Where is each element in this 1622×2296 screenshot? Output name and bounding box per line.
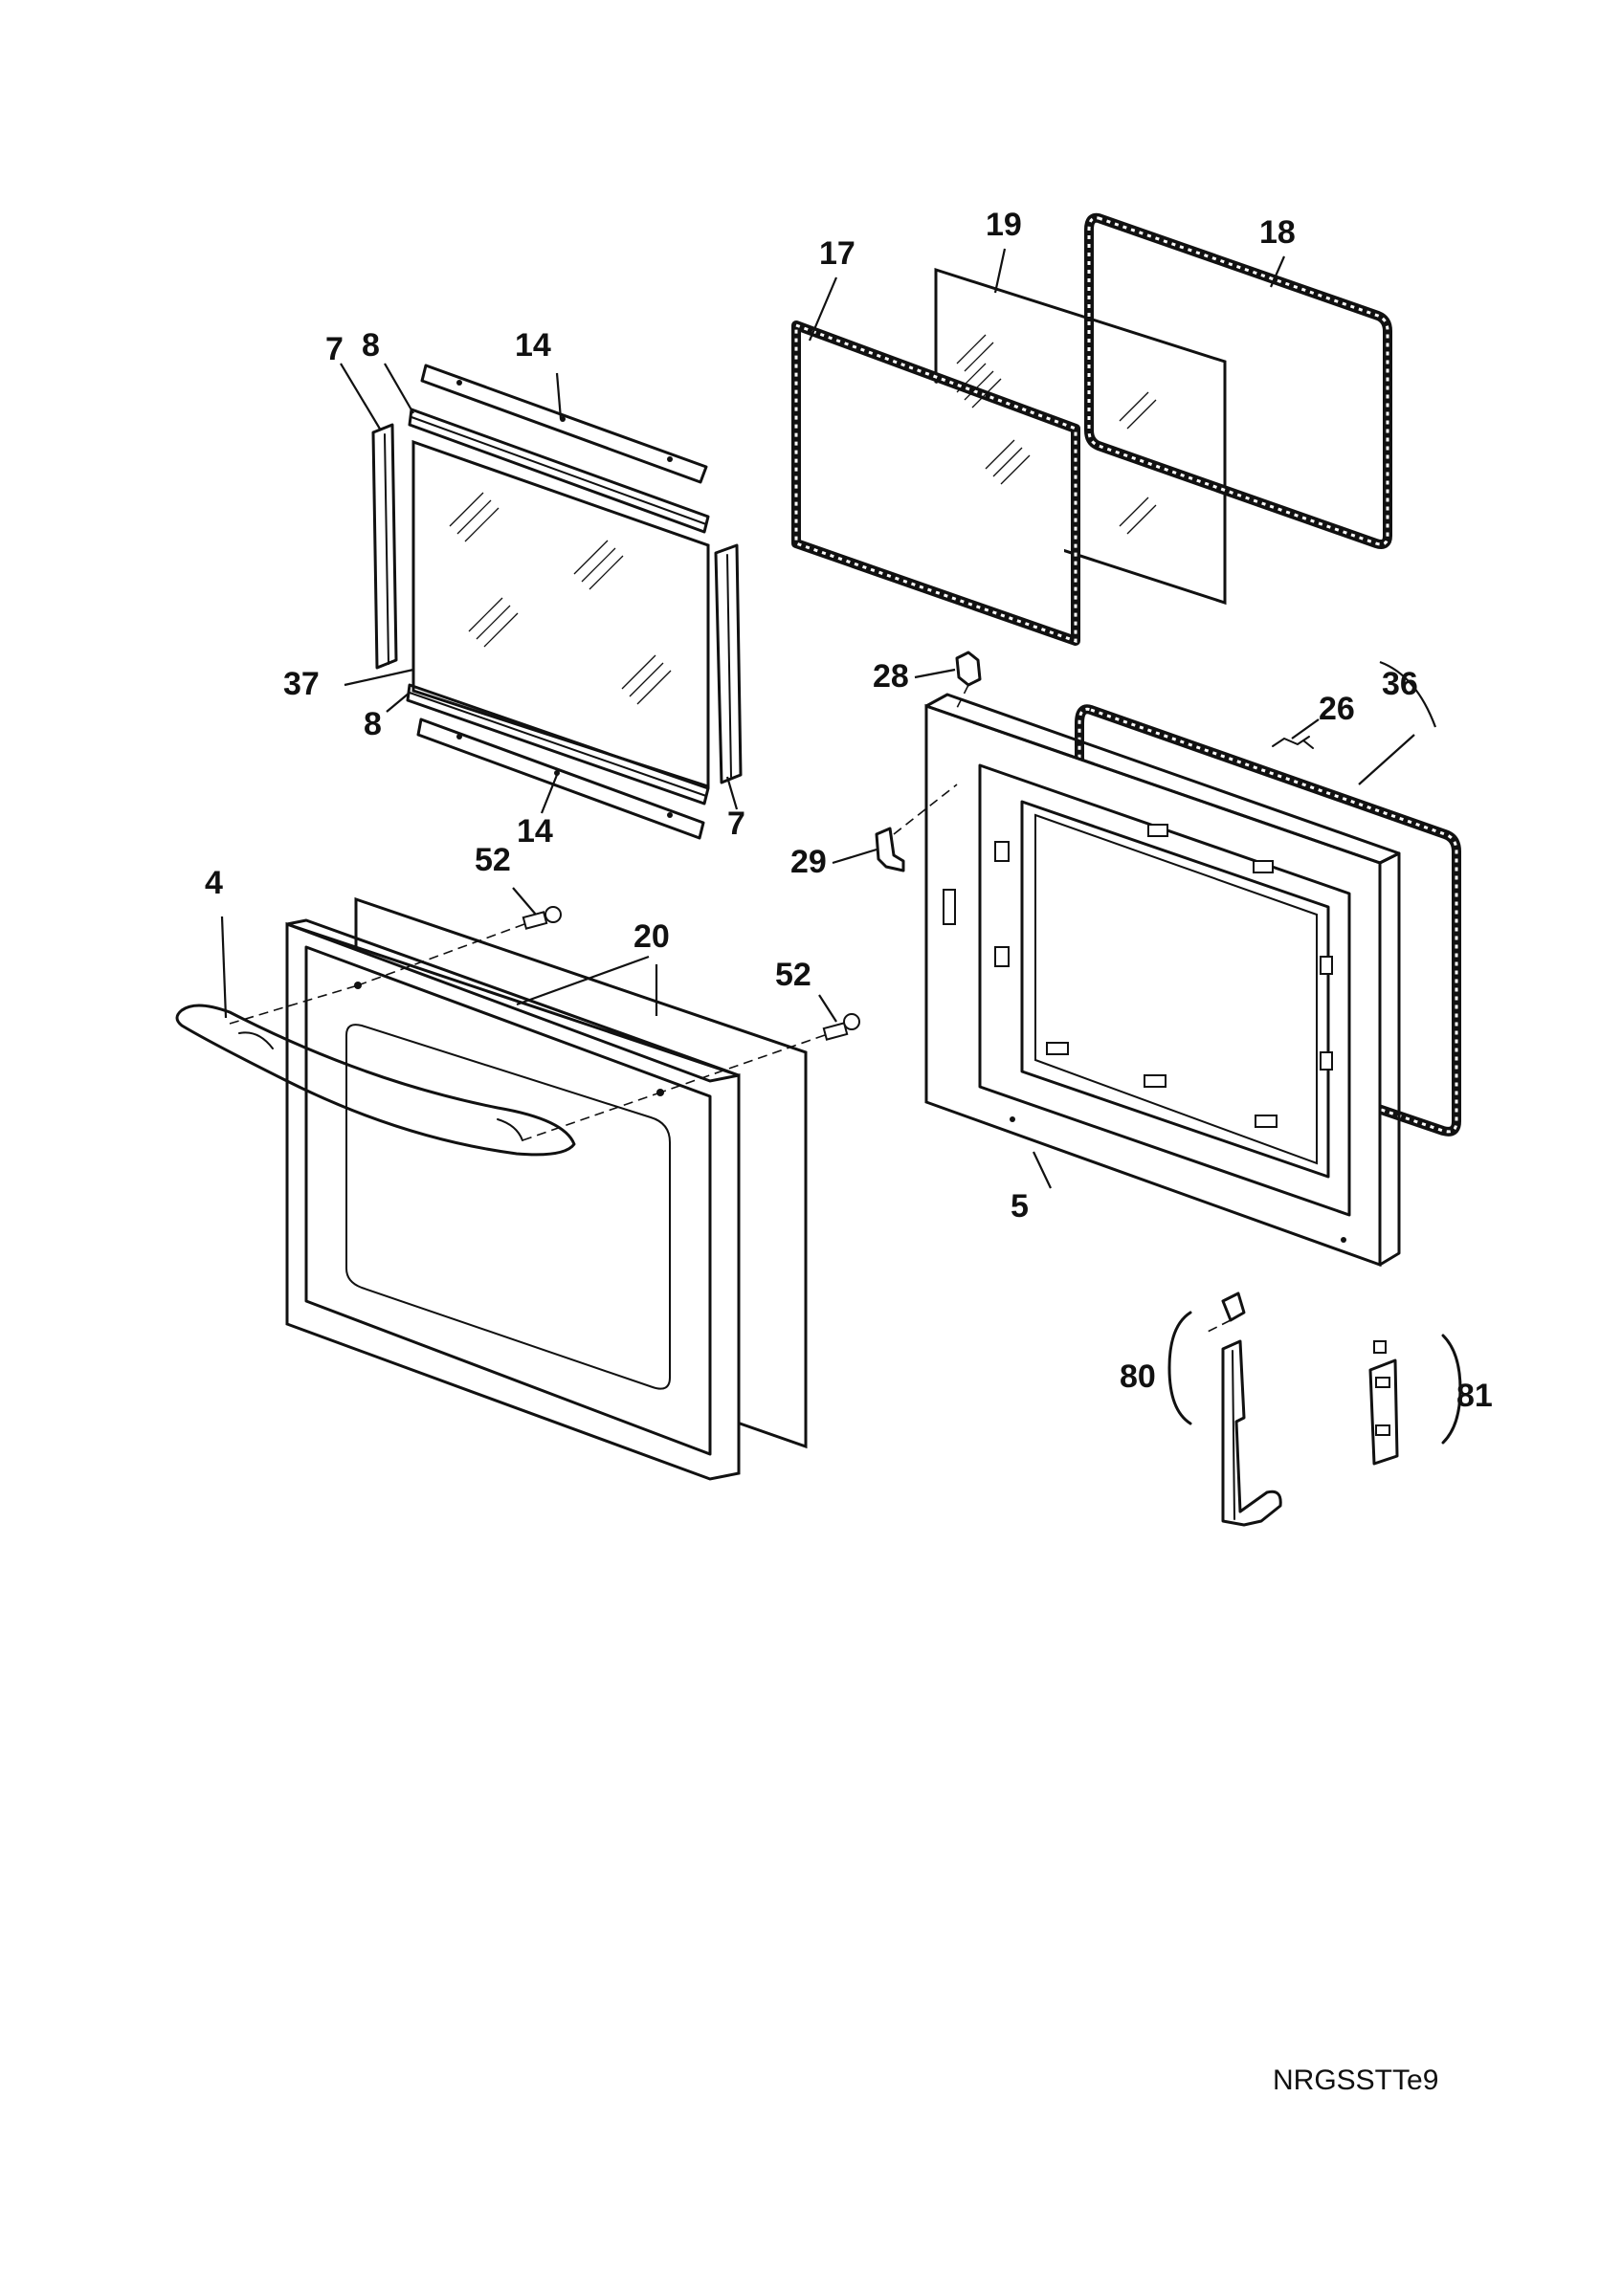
part-20-door-front [285,921,741,1481]
callout-20: 20 [633,918,670,955]
callout-26: 26 [1319,691,1355,727]
door-window [345,1024,671,1390]
part-52-screw-left [522,906,562,930]
callout-5: 5 [1011,1188,1029,1225]
part-8-top-channel [408,408,710,534]
part-7-right-channel [714,543,743,784]
part-80-hinge [1221,1339,1282,1527]
callout-28: 28 [873,658,909,695]
part-14-bottom-strip [416,718,705,840]
callout-52-right: 52 [775,957,811,993]
part-28-clip [955,651,982,687]
part-37-glass-pane [411,439,710,789]
callout-14-top: 14 [515,327,551,364]
callout-labels: 7 8 14 37 8 14 7 17 19 18 28 36 26 29 5 … [205,207,1493,1414]
callout-7-right: 7 [727,806,745,842]
drawing-code: NRGSSTTe9 [1273,2064,1439,2096]
part-29-bracket [875,827,905,872]
callout-36: 36 [1382,666,1418,702]
callout-37: 37 [283,666,320,702]
callout-14-bottom: 14 [517,813,553,850]
part-52-screw-right [822,1013,860,1041]
callout-8-bottom: 8 [364,706,382,742]
callout-17: 17 [819,235,855,272]
callout-18: 18 [1259,214,1296,251]
part-4-handle [175,1004,576,1157]
callout-19: 19 [986,207,1022,243]
hinge-assemblies [1167,1292,1462,1527]
callout-4: 4 [205,865,223,901]
leader-lines [220,248,1437,1189]
inner-door-frame [875,651,1461,1268]
callout-52-left: 52 [475,842,511,878]
outer-glass-stack [791,212,1392,646]
part-14-top-strip [420,364,708,484]
callout-29: 29 [790,844,827,880]
inner-glass-assembly [371,364,743,840]
part-7-left-channel [371,423,398,670]
callout-80: 80 [1120,1358,1156,1395]
callout-8-top: 8 [362,327,380,364]
part-81-hinge-receiver [1368,1358,1399,1466]
frame-window [1020,800,1330,1179]
part-8-bottom-channel [406,683,710,806]
outer-door [175,896,860,1481]
callout-81: 81 [1456,1378,1493,1414]
callout-7-left: 7 [325,331,344,367]
